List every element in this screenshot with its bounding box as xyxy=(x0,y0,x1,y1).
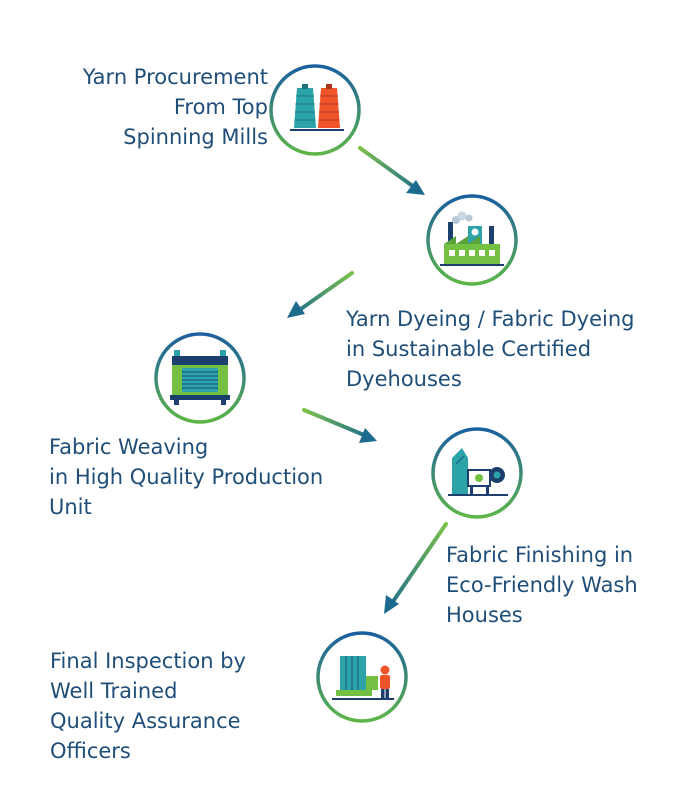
label-line: Quality Assurance xyxy=(50,709,241,733)
arrow-4-to-5 xyxy=(384,522,448,614)
step-circle-finishing xyxy=(431,427,523,519)
factory-icon xyxy=(440,211,504,266)
label-line: Fabric Weaving xyxy=(49,435,209,459)
label-line: Yarn Dyeing / Fabric Dyeing xyxy=(346,307,635,331)
step-circle-yarn-procurement xyxy=(269,64,361,156)
label-line: Spinning Mills xyxy=(123,125,268,149)
step-label-finishing: Fabric Finishing in Eco-Friendly Wash Ho… xyxy=(446,540,638,630)
weaving-loom-icon xyxy=(170,350,230,405)
label-line: Dyehouses xyxy=(346,367,462,391)
label-line: Houses xyxy=(446,603,523,627)
label-line: Unit xyxy=(49,495,92,519)
arrow-2-to-3 xyxy=(287,271,354,318)
label-line: Officers xyxy=(50,739,131,763)
step-label-inspection: Final Inspection by Well Trained Quality… xyxy=(50,646,246,766)
step-label-dyeing: Yarn Dyeing / Fabric Dyeing in Sustainab… xyxy=(346,304,635,394)
arrow-3-to-4 xyxy=(302,408,377,443)
label-line: Final Inspection by xyxy=(50,649,246,673)
step-label-weaving: Fabric Weaving in High Quality Productio… xyxy=(49,432,323,522)
step-label-yarn-procurement: Yarn Procurement From Top Spinning Mills xyxy=(83,62,268,152)
label-line: in High Quality Production xyxy=(49,465,324,489)
step-circle-weaving xyxy=(154,332,246,424)
label-line: Well Trained xyxy=(50,679,178,703)
step-circle-dyeing xyxy=(426,194,518,286)
inspection-worker-icon xyxy=(332,656,394,700)
label-line: in Sustainable Certified xyxy=(346,337,592,361)
finishing-machine-icon xyxy=(448,448,508,496)
yarn-cones-icon xyxy=(290,84,344,131)
arrow-1-to-2 xyxy=(358,146,425,195)
step-circle-inspection xyxy=(316,631,408,723)
label-line: Yarn Procurement xyxy=(82,65,268,89)
label-line: From Top xyxy=(173,95,268,119)
label-line: Eco-Friendly Wash xyxy=(446,573,638,597)
label-line: Fabric Finishing in xyxy=(446,543,634,567)
